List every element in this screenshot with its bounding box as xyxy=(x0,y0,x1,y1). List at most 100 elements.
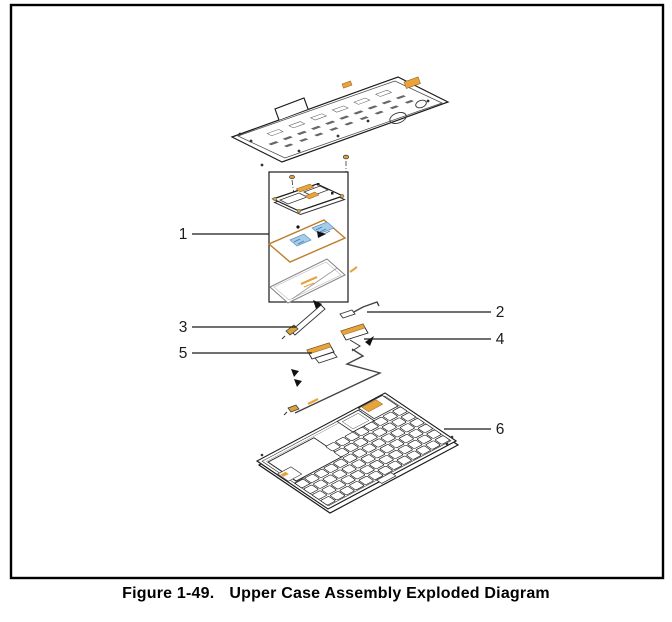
connector-4-fold xyxy=(349,339,361,352)
cable-2-wire xyxy=(351,301,380,314)
sticker-stripe xyxy=(297,240,305,245)
sticker-stripe xyxy=(319,228,327,233)
module-well-1 xyxy=(336,409,375,433)
keyboard-key xyxy=(335,437,350,446)
shield-plate-circle-large xyxy=(389,112,407,124)
keyboard-key xyxy=(426,429,442,439)
small-arrow-icon-1 xyxy=(291,369,299,377)
plate-slot xyxy=(266,129,284,137)
shield-plate-tab xyxy=(274,97,309,121)
screw-a-head xyxy=(342,154,350,160)
plate-rib xyxy=(283,143,294,148)
keyboard-key xyxy=(370,449,386,459)
keyboard-key xyxy=(331,480,346,490)
keyboard-key xyxy=(400,423,415,433)
connector-4-arrow-icon xyxy=(365,336,374,346)
plate-rib xyxy=(299,138,309,142)
callout-label-2: 2 xyxy=(496,304,505,321)
shield-screw-dot xyxy=(336,134,340,138)
keyboard-key xyxy=(408,429,424,438)
cable-end-connector xyxy=(287,404,300,413)
keyboard-key xyxy=(333,458,348,468)
module-well-1-inner xyxy=(341,412,370,430)
bracket-nub xyxy=(331,192,334,195)
keyboard-key xyxy=(350,470,365,480)
shield-plate-ribs xyxy=(266,89,414,148)
keyboard-dot xyxy=(450,435,454,439)
plate-slot xyxy=(288,121,306,129)
keyboard-key xyxy=(396,455,412,465)
module-well-2 xyxy=(357,394,399,420)
callouts: 1 2 3 4 5 6 xyxy=(179,226,505,438)
plate-rib xyxy=(374,110,384,115)
plate-rib xyxy=(353,110,364,115)
keyboard-key xyxy=(342,453,358,463)
keyboard-key xyxy=(334,448,349,457)
plate-rib xyxy=(339,115,350,120)
keyboard-key xyxy=(362,432,378,442)
cable-3-tail xyxy=(281,335,286,340)
connector-4-orange-stripe xyxy=(340,323,366,336)
keyboard-key xyxy=(341,464,357,474)
bracket-nub xyxy=(317,183,320,186)
keyboard-key xyxy=(392,406,408,416)
bracket-gold-screw xyxy=(339,193,345,199)
keyboard-key xyxy=(391,417,407,427)
keyboard-key xyxy=(304,474,320,483)
film-inner-line xyxy=(273,261,342,301)
bracket-gold-screw xyxy=(272,196,278,202)
board-sticker-right xyxy=(311,221,335,235)
keyboard-key xyxy=(361,443,377,453)
keyboard-key xyxy=(417,434,432,444)
cable-2-end xyxy=(339,309,356,319)
plate-rib xyxy=(359,116,369,120)
connector-5 xyxy=(306,342,338,364)
keyboard-key xyxy=(339,486,355,495)
connector-5-tape xyxy=(314,351,338,364)
shield-plate-circle-small xyxy=(415,99,427,109)
figure-caption: Figure 1-49.Upper Case Assembly Exploded… xyxy=(0,585,672,603)
keyboard-key xyxy=(368,471,383,480)
cable-2 xyxy=(339,301,380,319)
cable-3-band xyxy=(290,304,326,336)
touchpad-bracket xyxy=(271,183,346,216)
keyboard-key xyxy=(387,460,403,470)
keyboard-key xyxy=(359,465,375,475)
keyboard-key xyxy=(303,484,319,494)
shield-plate-orange-patch xyxy=(403,76,421,89)
board-sticker-left xyxy=(289,233,312,247)
plate-slot xyxy=(375,89,393,97)
cable-3-arrow-icon xyxy=(313,300,322,309)
film-orange-marking xyxy=(300,275,318,286)
upper-case-keyboard xyxy=(255,392,460,514)
keyboard-key xyxy=(330,491,345,501)
keyboard-key xyxy=(407,439,423,449)
keyboard-key xyxy=(397,445,413,454)
cable-end-tail xyxy=(283,411,288,416)
keyboard-key xyxy=(332,469,347,479)
keyboard-key xyxy=(409,418,425,428)
plate-slot xyxy=(353,97,371,105)
film-gold-clip xyxy=(349,266,358,273)
keyboard-key xyxy=(344,432,360,441)
shield-plate-orange-tick xyxy=(341,80,353,89)
keyboard-key xyxy=(425,440,441,450)
shield-plate xyxy=(230,76,450,167)
plate-rib xyxy=(296,130,307,135)
keyboard-key xyxy=(340,475,356,485)
keyboard-key xyxy=(371,438,387,448)
plate-rib xyxy=(404,99,414,104)
bracket-orange-patch-1 xyxy=(295,183,315,193)
keyboard-key xyxy=(388,450,404,459)
callout-label-5: 5 xyxy=(179,345,188,362)
plate-slot xyxy=(309,113,328,121)
keyboard-orange-patch xyxy=(361,399,384,412)
keyboard-key xyxy=(354,427,370,436)
plate-rib xyxy=(282,136,293,141)
keyboard-key xyxy=(353,437,369,447)
keyboard-key xyxy=(352,448,367,458)
shield-screw-dot xyxy=(366,119,370,123)
keyboard-key xyxy=(325,442,341,452)
